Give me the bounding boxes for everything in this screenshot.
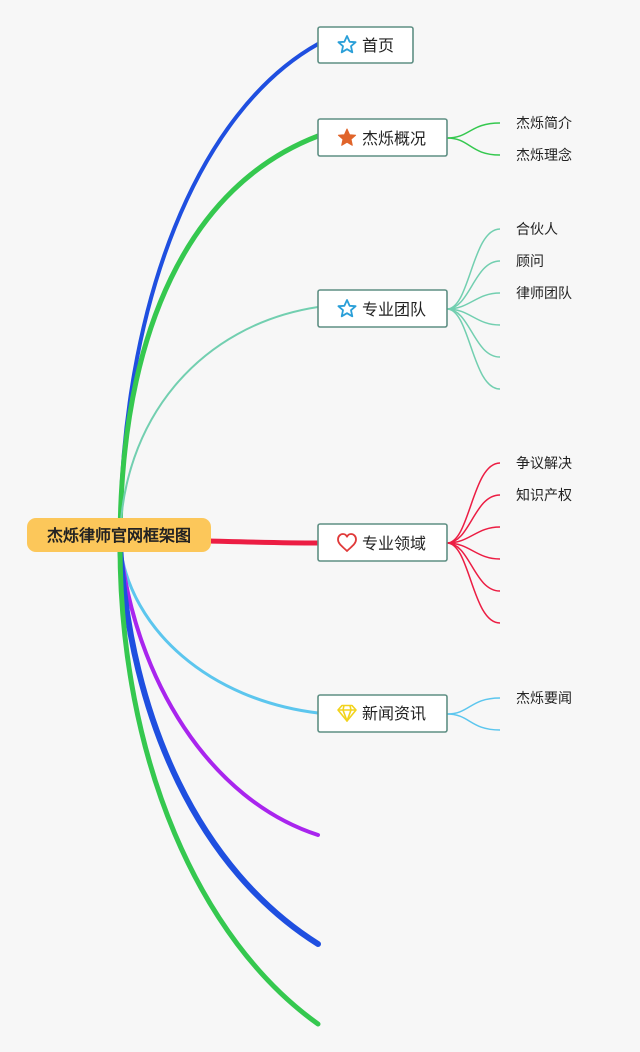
leaf-overview-philosophy[interactable]: 杰烁理念 bbox=[516, 147, 572, 164]
branch-node-home-label: 首页 bbox=[362, 36, 394, 55]
branch-connector-home bbox=[118, 42, 320, 547]
branch-node-team-label: 专业团队 bbox=[362, 300, 426, 319]
branch-node-home[interactable]: 首页 bbox=[317, 26, 414, 64]
leaf-practice-ip[interactable]: 知识产权 bbox=[516, 487, 572, 504]
leaf-news-headlines[interactable]: 杰烁要闻 bbox=[516, 691, 572, 707]
subbranch-connector bbox=[446, 122, 501, 139]
star-outline-icon bbox=[337, 35, 357, 54]
branch-node-news-label: 新闻资讯 bbox=[362, 704, 426, 723]
leaf-team-partners[interactable]: 合伙人 bbox=[516, 222, 558, 238]
branch-connector-overview bbox=[117, 133, 321, 548]
diamond-icon-facets bbox=[338, 705, 356, 722]
diamond-icon bbox=[337, 704, 357, 722]
branch-node-overview-label: 杰烁概况 bbox=[362, 129, 426, 148]
subbranch-connectors-team bbox=[446, 228, 501, 390]
star-outline-icon bbox=[337, 299, 357, 318]
branch-connector-practice bbox=[207, 538, 321, 546]
subbranch-connector bbox=[446, 542, 501, 624]
branch-connector-green bbox=[117, 542, 321, 1027]
subbranch-connectors-practice bbox=[446, 462, 501, 624]
subbranch-connector bbox=[446, 228, 501, 310]
subbranch-connector bbox=[446, 542, 501, 592]
root-node[interactable]: 杰烁律师官网框架图 bbox=[27, 518, 211, 552]
branch-node-team-box bbox=[317, 289, 448, 328]
leaf-labels: 杰烁简介 杰烁理念 合伙人 顾问 律师团队 争议解决 知识产权 杰烁要闻 bbox=[516, 115, 572, 707]
branch-connector-blue bbox=[117, 542, 321, 947]
subbranch-connectors-overview bbox=[446, 122, 501, 156]
subbranch-connector bbox=[446, 697, 501, 715]
branch-connector-news bbox=[118, 543, 320, 715]
branch-node-team[interactable]: 专业团队 bbox=[317, 289, 448, 328]
leaf-team-lawyers[interactable]: 律师团队 bbox=[516, 286, 572, 302]
subbranch-connector bbox=[446, 308, 501, 390]
branch-connector-team bbox=[119, 306, 319, 546]
leaf-practice-disputes[interactable]: 争议解决 bbox=[516, 456, 572, 472]
subbranch-connector bbox=[446, 713, 501, 731]
branch-node-overview-box bbox=[317, 118, 448, 157]
subbranch-connectors-news bbox=[446, 697, 501, 731]
root-node-box bbox=[27, 518, 211, 552]
subbranch-connector bbox=[446, 292, 501, 310]
subbranch-connector bbox=[446, 137, 501, 156]
branch-node-overview[interactable]: 杰烁概况 bbox=[317, 118, 448, 157]
leaf-overview-intro[interactable]: 杰烁简介 bbox=[516, 115, 572, 132]
subbranch-connector bbox=[446, 494, 501, 544]
branch-connector-purple bbox=[118, 543, 320, 837]
branch-node-news[interactable]: 新闻资讯 bbox=[317, 694, 448, 733]
leaf-team-advisors[interactable]: 顾问 bbox=[516, 254, 544, 270]
root-node-label: 杰烁律师官网框架图 bbox=[47, 526, 191, 545]
heart-outline-icon bbox=[337, 533, 357, 552]
branch-node-practice-label: 专业领域 bbox=[362, 534, 426, 553]
subbranch-connector bbox=[446, 462, 501, 544]
star-filled-icon bbox=[337, 128, 357, 146]
branch-node-news-box bbox=[317, 694, 448, 733]
subbranch-connector bbox=[446, 260, 501, 310]
subbranch-connector bbox=[446, 308, 501, 358]
branch-node-home-box bbox=[317, 26, 414, 64]
branch-node-practice[interactable]: 专业领域 bbox=[317, 523, 448, 562]
subbranch-connector bbox=[446, 526, 501, 544]
